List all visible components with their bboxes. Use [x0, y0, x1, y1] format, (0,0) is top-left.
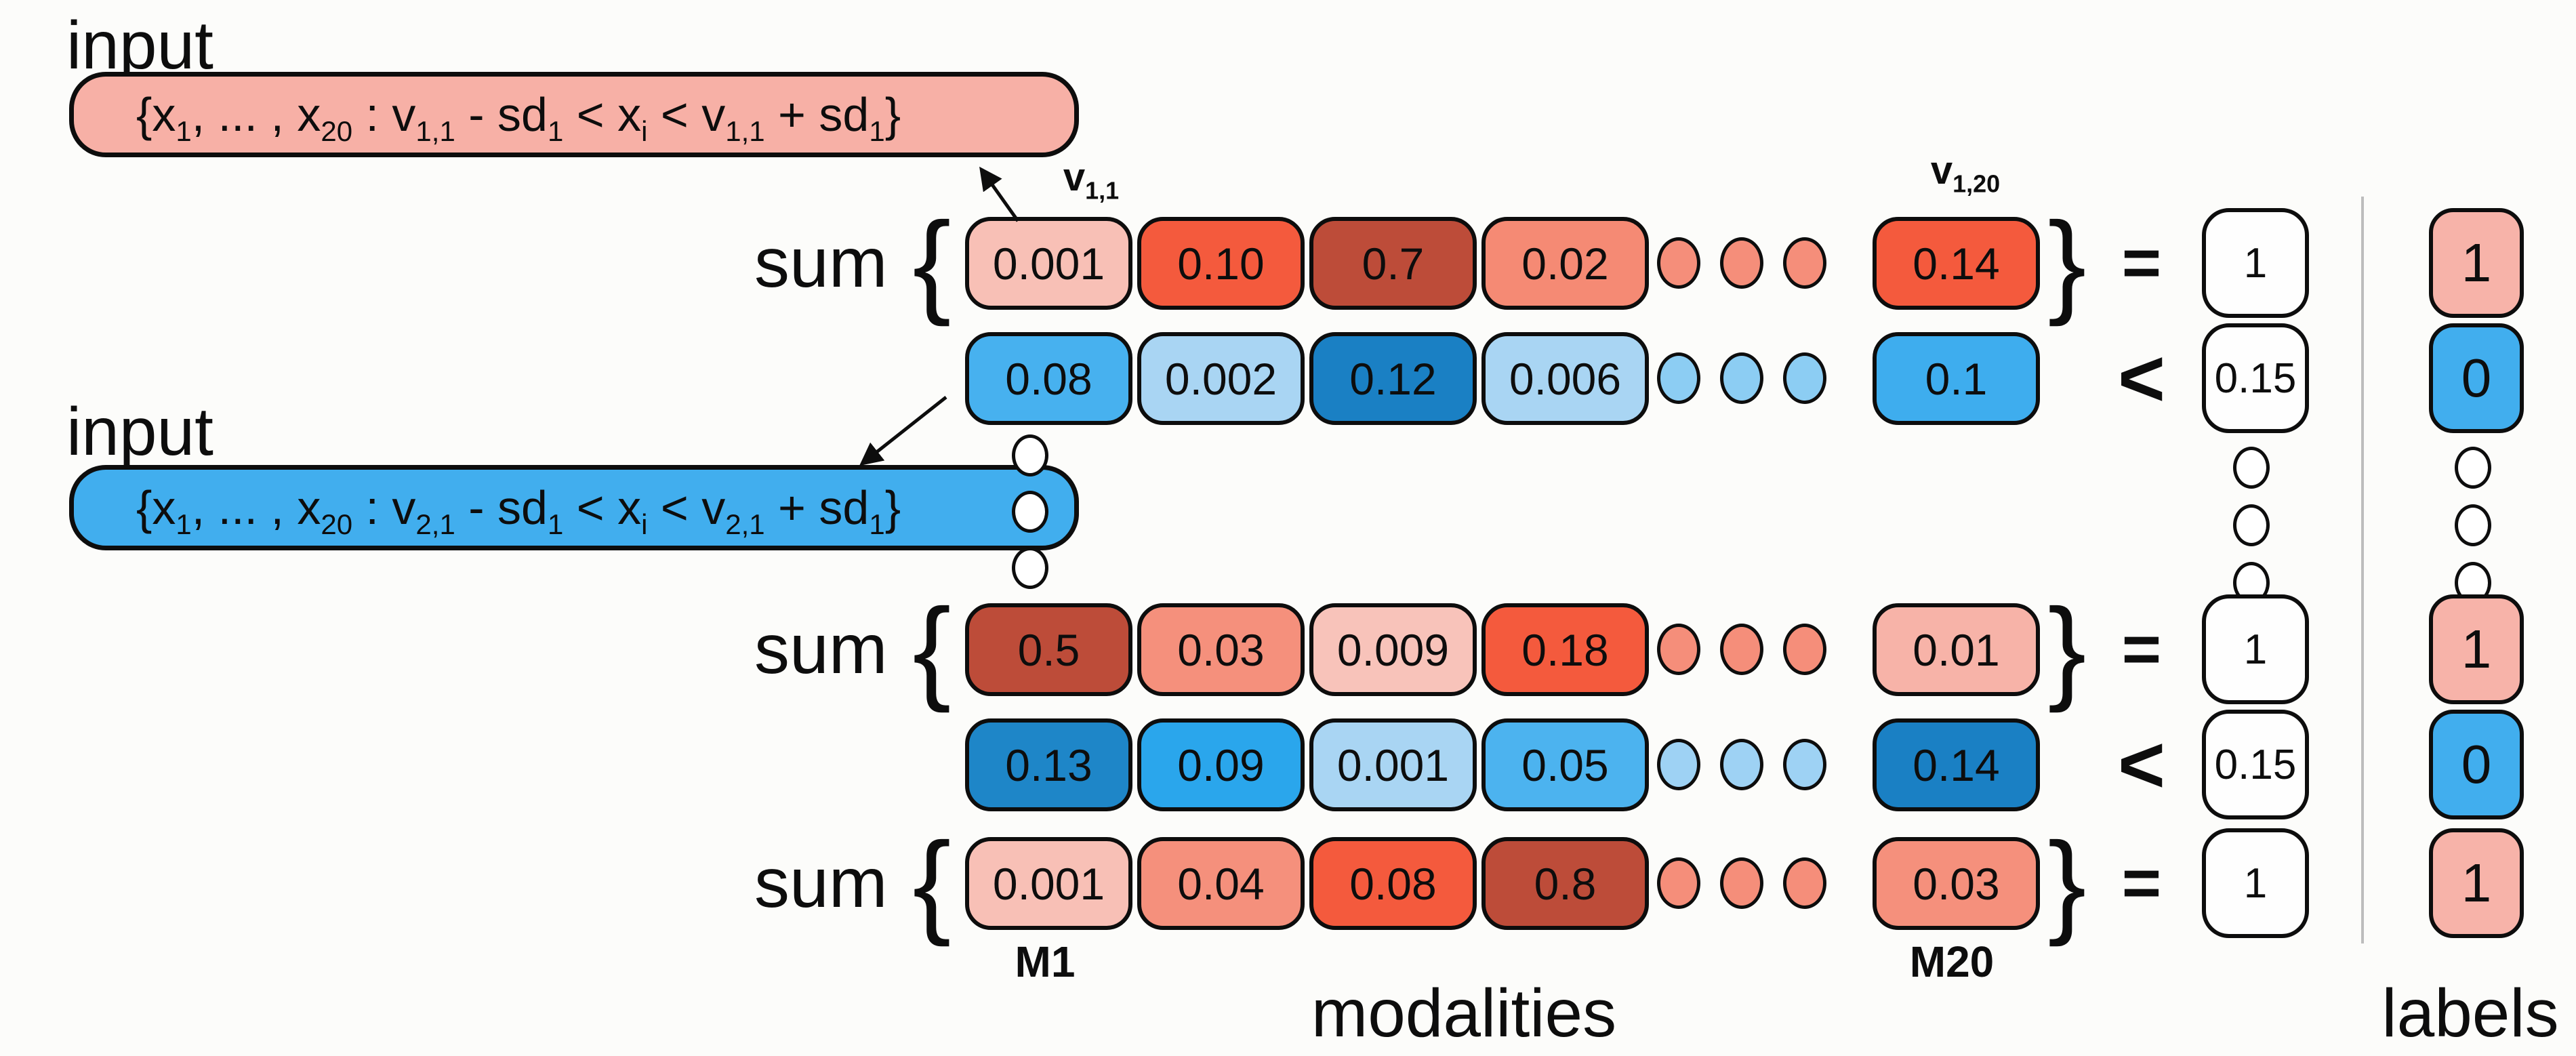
labels-caption: labels [2381, 975, 2559, 1051]
v11-annotation: v1,1 [1063, 155, 1120, 205]
modality-cell: 0.13 [965, 718, 1132, 811]
modality-cell: 0.18 [1481, 603, 1649, 696]
vertical-ellipsis-dot [2233, 504, 2270, 546]
input-set-box-red: {x1, ... , x20 : v1,1 - sd1 < xi < v1,1 … [69, 72, 1079, 157]
modalities-caption: modalities [1311, 975, 1617, 1051]
close-brace: } [2047, 819, 2087, 948]
ellipsis-dot [1657, 739, 1700, 790]
divider-line [2361, 197, 2364, 943]
modality-cell: 0.02 [1481, 217, 1649, 310]
modality-cell: 0.04 [1137, 837, 1305, 930]
ellipsis-dot [1783, 352, 1826, 404]
sum-result-box: 1 [2202, 208, 2309, 318]
modality-cell: 0.09 [1137, 718, 1305, 811]
input-formula-blue: {x1, ... , x20 : v2,1 - sd1 < xi < v2,1 … [136, 481, 901, 540]
input-label-1: input [66, 7, 213, 83]
label-box: 0 [2429, 323, 2524, 433]
vertical-ellipsis-dot [1012, 547, 1048, 589]
sum-label: sum [754, 844, 888, 922]
vertical-ellipsis-dot [1012, 434, 1048, 476]
input-set-box-blue: {x1, ... , x20 : v2,1 - sd1 < xi < v2,1 … [69, 465, 1079, 550]
sum-result-box: 1 [2202, 594, 2309, 704]
equals-operator: = [2121, 611, 2162, 687]
ellipsis-dot [1783, 624, 1826, 675]
label-box: 0 [2429, 710, 2524, 819]
modality-cell: 0.8 [1481, 837, 1649, 930]
close-brace: } [2047, 199, 2087, 327]
sum-label: sum [754, 610, 888, 689]
ellipsis-dot [1657, 352, 1700, 404]
modality-cell: 0.002 [1137, 332, 1305, 425]
ellipsis-dot [1657, 857, 1700, 909]
open-brace: { [912, 819, 952, 948]
threshold-box: 0.15 [2202, 323, 2309, 433]
label-box: 1 [2429, 594, 2524, 704]
ellipsis-dot [1783, 237, 1826, 289]
close-brace: } [2047, 585, 2087, 714]
modality-cell: 0.1 [1873, 332, 2040, 425]
ellipsis-dot [1657, 624, 1700, 675]
modality-cell: 0.05 [1481, 718, 1649, 811]
modality-cell: 0.08 [1309, 837, 1477, 930]
open-brace: { [912, 585, 952, 714]
ellipsis-dot [1720, 624, 1763, 675]
label-box: 1 [2429, 828, 2524, 938]
modality-cell: 0.5 [965, 603, 1132, 696]
sum-label: sum [754, 224, 888, 302]
sum-result-box: 1 [2202, 828, 2309, 938]
vertical-ellipsis-dot [2455, 447, 2491, 489]
vertical-ellipsis-dot [2233, 447, 2270, 489]
vertical-ellipsis-dot [1012, 491, 1048, 533]
modality-cell: 0.03 [1873, 837, 2040, 930]
equals-operator: = [2121, 845, 2162, 921]
ellipsis-dot [1657, 237, 1700, 289]
arrow-icon [859, 396, 947, 466]
modality-cell: 0.12 [1309, 332, 1477, 425]
ellipsis-dot [1783, 857, 1826, 909]
modality-cell: 0.08 [965, 332, 1132, 425]
modality-cell: 0.10 [1137, 217, 1305, 310]
open-brace: { [912, 199, 952, 327]
arrow-icon [979, 166, 1020, 222]
modality-cell: 0.01 [1873, 603, 2040, 696]
ellipsis-dot [1720, 352, 1763, 404]
input-formula-red: {x1, ... , x20 : v1,1 - sd1 < xi < v1,1 … [136, 88, 901, 147]
ellipsis-dot [1720, 237, 1763, 289]
ellipsis-dot [1783, 739, 1826, 790]
threshold-box: 0.15 [2202, 710, 2309, 819]
modality-cell: 0.14 [1873, 217, 2040, 310]
input-label-2: input [66, 394, 213, 470]
ellipsis-dot [1720, 857, 1763, 909]
modality-cell: 0.009 [1309, 603, 1477, 696]
modality-cell: 0.006 [1481, 332, 1649, 425]
vertical-ellipsis-dot [2455, 504, 2491, 546]
m20-annotation: M20 [1909, 937, 1995, 986]
modality-cell: 0.001 [965, 217, 1132, 310]
modality-cell: 0.001 [965, 837, 1132, 930]
modality-cell: 0.7 [1309, 217, 1477, 310]
modality-cell: 0.03 [1137, 603, 1305, 696]
less-than-operator: < [2117, 719, 2166, 810]
equals-operator: = [2121, 224, 2162, 301]
m1-annotation: M1 [1015, 937, 1076, 986]
modality-cell: 0.14 [1873, 718, 2040, 811]
less-than-operator: < [2117, 333, 2166, 424]
label-box: 1 [2429, 208, 2524, 318]
v120-annotation: v1,20 [1930, 148, 2001, 198]
modality-cell: 0.001 [1309, 718, 1477, 811]
ellipsis-dot [1720, 739, 1763, 790]
